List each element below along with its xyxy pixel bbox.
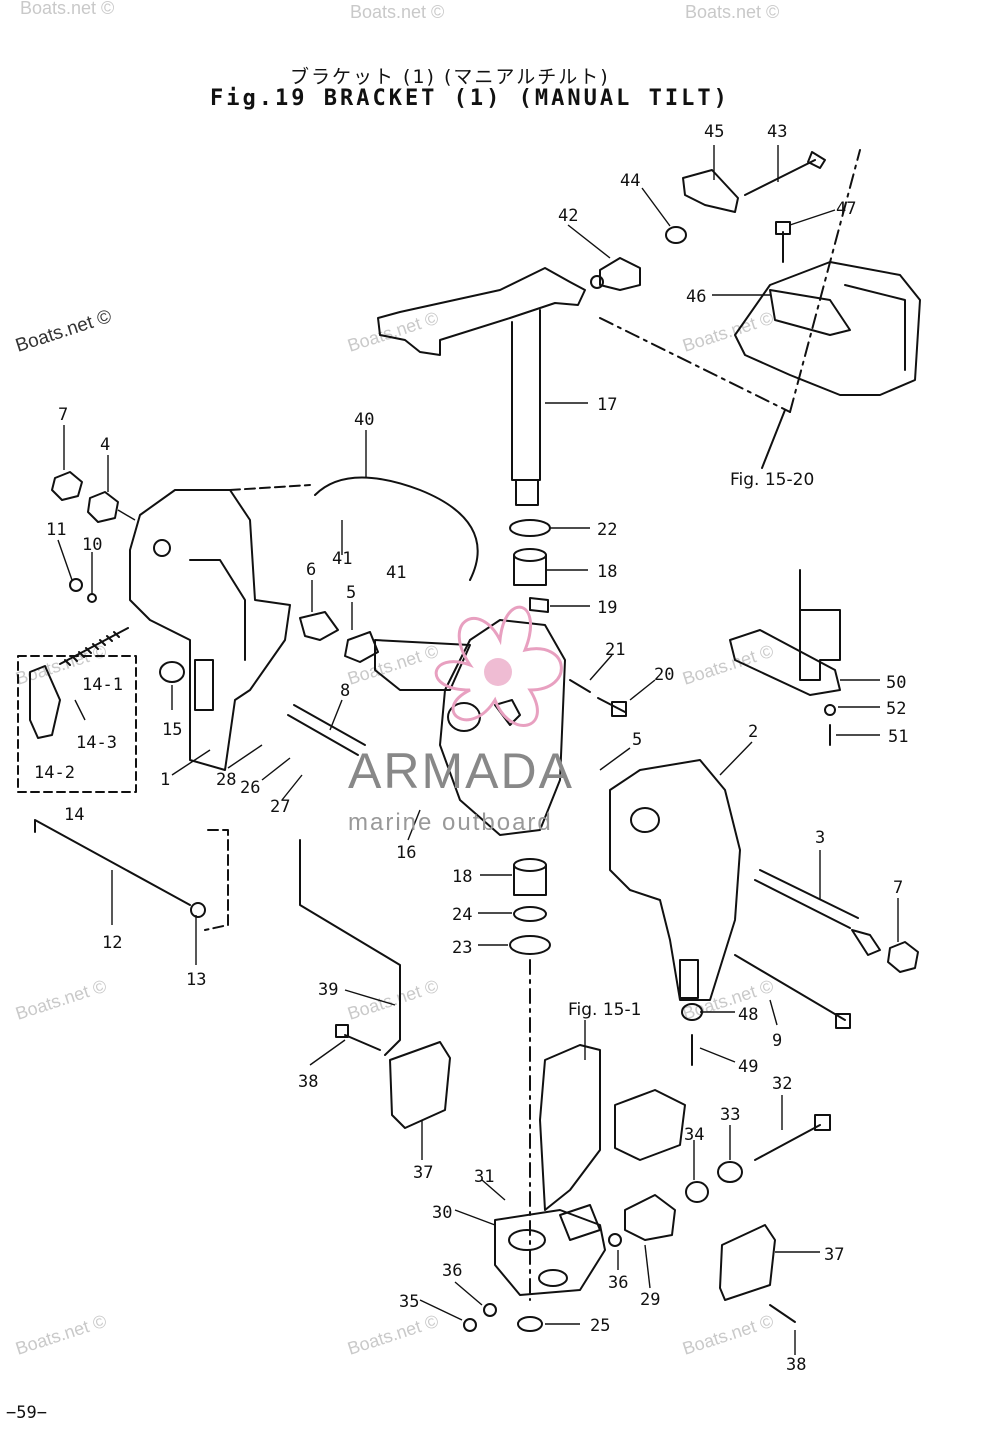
part-number-label: 27: [270, 797, 290, 817]
watermark-text: Boats.net ©: [680, 1311, 776, 1359]
part-number-label: 41: [332, 549, 352, 569]
part-number-label: 38: [298, 1072, 318, 1092]
part-number-label: 7: [58, 405, 68, 425]
part-number-label: 5: [632, 730, 642, 750]
part-number-label: 34: [684, 1125, 704, 1145]
part-number-label: 11: [46, 520, 66, 540]
part-number-label: 36: [442, 1261, 462, 1281]
part-number-label: 37: [824, 1245, 844, 1265]
part-number-label: 38: [786, 1355, 806, 1375]
watermark-text: Boats.net ©: [680, 641, 776, 689]
part-number-label: 6: [306, 560, 316, 580]
part-number-label: 18: [597, 562, 617, 582]
figure-reference-top: Fig. 15-20: [730, 470, 814, 490]
watermark-text: Boats.net ©: [13, 976, 109, 1024]
part-number-label: 4: [100, 435, 110, 455]
part-number-label: 15: [162, 720, 182, 740]
title-japanese: ブラケット (1) (マニアルチルト): [290, 66, 610, 88]
part-number-label: 2: [748, 722, 758, 742]
part-number-label: 33: [720, 1105, 740, 1125]
part-number-label: 43: [767, 122, 787, 142]
part-number-label: 18: [452, 867, 472, 887]
part-number-label: 3: [815, 828, 825, 848]
part-number-label: 29: [640, 1290, 660, 1310]
part-number-label: 14-3: [76, 733, 117, 753]
part-number-label: 22: [597, 520, 617, 540]
watermark-text: Boats.net ©: [680, 308, 776, 356]
part-number-label: 48: [738, 1005, 758, 1025]
page-number: −59−: [6, 1403, 47, 1423]
part-number-label: 13: [186, 970, 206, 990]
part-number-label: 12: [102, 933, 122, 953]
figure-title: Fig.19 BRACKET (1) (MANUAL TILT): [210, 86, 730, 111]
part-number-label: 31: [474, 1167, 494, 1187]
part-number-label: 19: [597, 598, 617, 618]
part-number-label: 10: [82, 535, 102, 555]
part-number-label: 14-1: [82, 675, 123, 695]
part-number-label: 35: [399, 1292, 419, 1312]
part-number-label: 5: [346, 583, 356, 603]
part-number-label: 49: [738, 1057, 758, 1077]
part-number-label: 50: [886, 673, 906, 693]
steering-shaft-shape: [511, 309, 541, 481]
part-number-label: 23: [452, 938, 472, 958]
part-number-label: 36: [608, 1273, 628, 1293]
armada-logo: ARMADA marine outboard: [348, 605, 574, 836]
part-number-label: 8: [340, 681, 350, 701]
part-number-label: 39: [318, 980, 338, 1000]
watermark-text: Boats.net ©: [13, 1311, 109, 1359]
part-number-label: 24: [452, 905, 472, 925]
watermark-text: Boats.net ©: [345, 976, 441, 1024]
part-number-label: 17: [597, 395, 617, 415]
part-number-label: 42: [558, 206, 578, 226]
part-number-label: 44: [620, 171, 640, 191]
part-number-label: 46: [686, 287, 706, 307]
brand-sub-text: marine outboard: [348, 809, 553, 836]
watermark-text: Boats.net ©: [20, 0, 114, 18]
part-number-label: 28: [216, 770, 236, 790]
part-number-label: 47: [836, 199, 856, 219]
part-number-label: 30: [432, 1203, 452, 1223]
part-number-label: 45: [704, 122, 724, 142]
watermark-text: Boats.net ©: [685, 2, 779, 22]
part-number-label: 14: [64, 805, 84, 825]
swivel-arm-shape: [377, 267, 586, 356]
part-number-label: 9: [772, 1031, 782, 1051]
part-number-label: 41: [386, 563, 406, 583]
part-number-label: 7: [893, 878, 903, 898]
part-number-label: 37: [413, 1163, 433, 1183]
part-number-label: 21: [605, 640, 625, 660]
watermark-text: Boats.net ©: [345, 1311, 441, 1359]
watermark-text: Boats.net ©: [345, 641, 441, 689]
watermark-text: Boats.net ©: [13, 306, 114, 357]
part-number-label: 51: [888, 727, 908, 747]
part-number-label: 25: [590, 1316, 610, 1336]
logo-flower-icon: [434, 605, 563, 727]
brand-text: ARMADA: [348, 743, 574, 799]
part-number-label: 32: [772, 1074, 792, 1094]
watermark-text: Boats.net ©: [350, 2, 444, 22]
part-number-label: 14-2: [34, 763, 75, 783]
part-number-label: 26: [240, 778, 260, 798]
part-number-label: 1: [160, 770, 170, 790]
part-number-label: 40: [354, 410, 374, 430]
part-number-label: 20: [654, 665, 674, 685]
part-number-label: 16: [396, 843, 416, 863]
figure-reference-bottom: Fig. 15-1: [568, 1000, 641, 1020]
part-number-label: 52: [886, 699, 906, 719]
